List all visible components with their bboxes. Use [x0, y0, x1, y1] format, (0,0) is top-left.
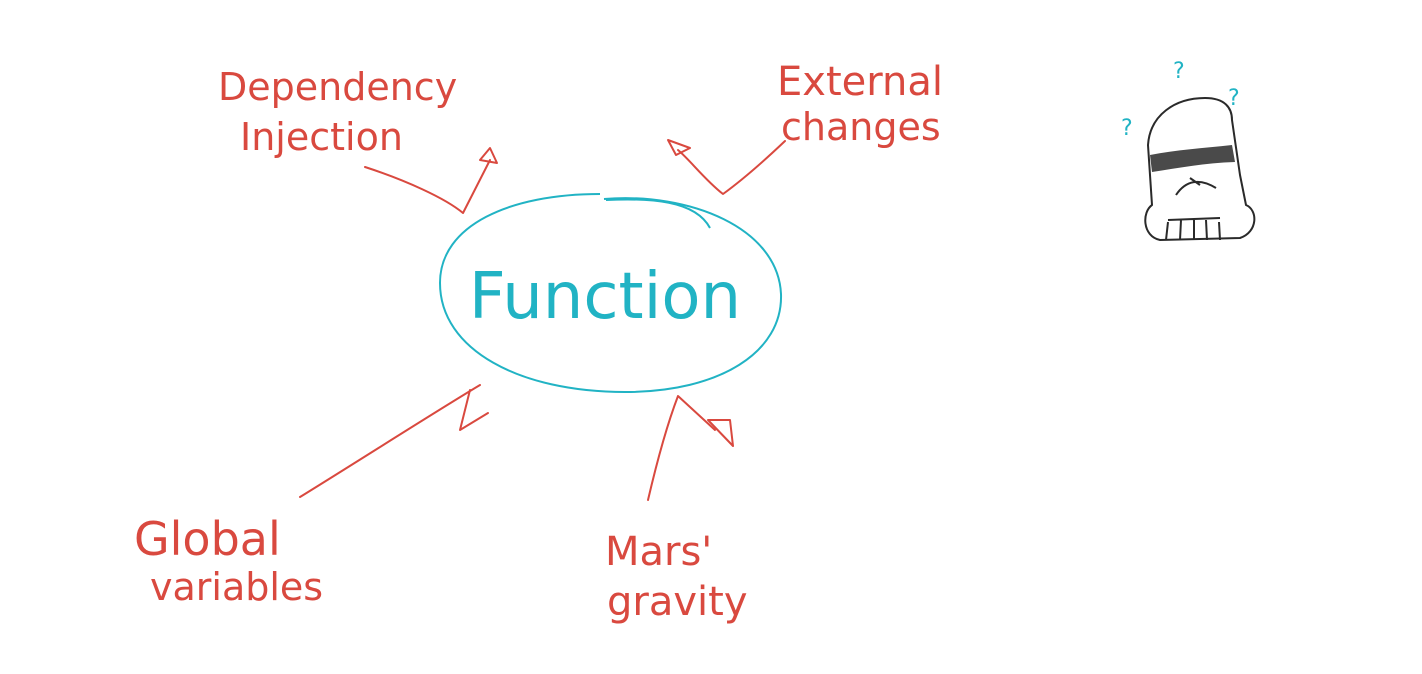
dependency-arrow	[364, 159, 491, 214]
external-label-line2: changes	[781, 105, 941, 149]
mars-gravity-node: Mars' gravity	[605, 395, 748, 625]
global-label-line1: Global	[134, 512, 281, 566]
dependency-arrowhead	[479, 147, 498, 164]
question-mark-top: ?	[1173, 59, 1185, 84]
global-arrowhead	[459, 389, 489, 431]
mars-label-line2: gravity	[607, 579, 748, 625]
character-nose	[1189, 177, 1201, 186]
function-label: Function	[469, 260, 741, 334]
external-arrow	[677, 140, 786, 195]
character-fingers	[1165, 217, 1221, 241]
mars-label-line1: Mars'	[605, 529, 712, 575]
function-ellipse	[438, 193, 783, 394]
external-label-line1: External	[777, 59, 943, 105]
question-mark-right: ?	[1228, 86, 1240, 111]
mars-arrow	[647, 395, 716, 501]
global-label-line2: variables	[150, 565, 323, 609]
mars-arrowhead	[707, 419, 734, 447]
character-body	[1144, 97, 1256, 241]
function-node: Function	[438, 193, 783, 394]
external-changes-node: External changes	[667, 59, 943, 195]
global-variables-node: Global variables	[134, 384, 489, 609]
dependency-label-line2: Injection	[240, 115, 403, 159]
global-arrow	[299, 384, 481, 498]
character-brow-band	[1150, 145, 1235, 172]
character-mouth	[1175, 180, 1217, 196]
worried-pillar-character-icon: ? ? ?	[1121, 59, 1256, 241]
question-mark-left: ?	[1121, 116, 1133, 141]
external-arrowhead	[667, 139, 691, 156]
ellipse-overlap-tail	[605, 198, 711, 229]
dependency-injection-node: Dependency Injection	[218, 65, 498, 214]
dependency-label-line1: Dependency	[218, 65, 457, 109]
